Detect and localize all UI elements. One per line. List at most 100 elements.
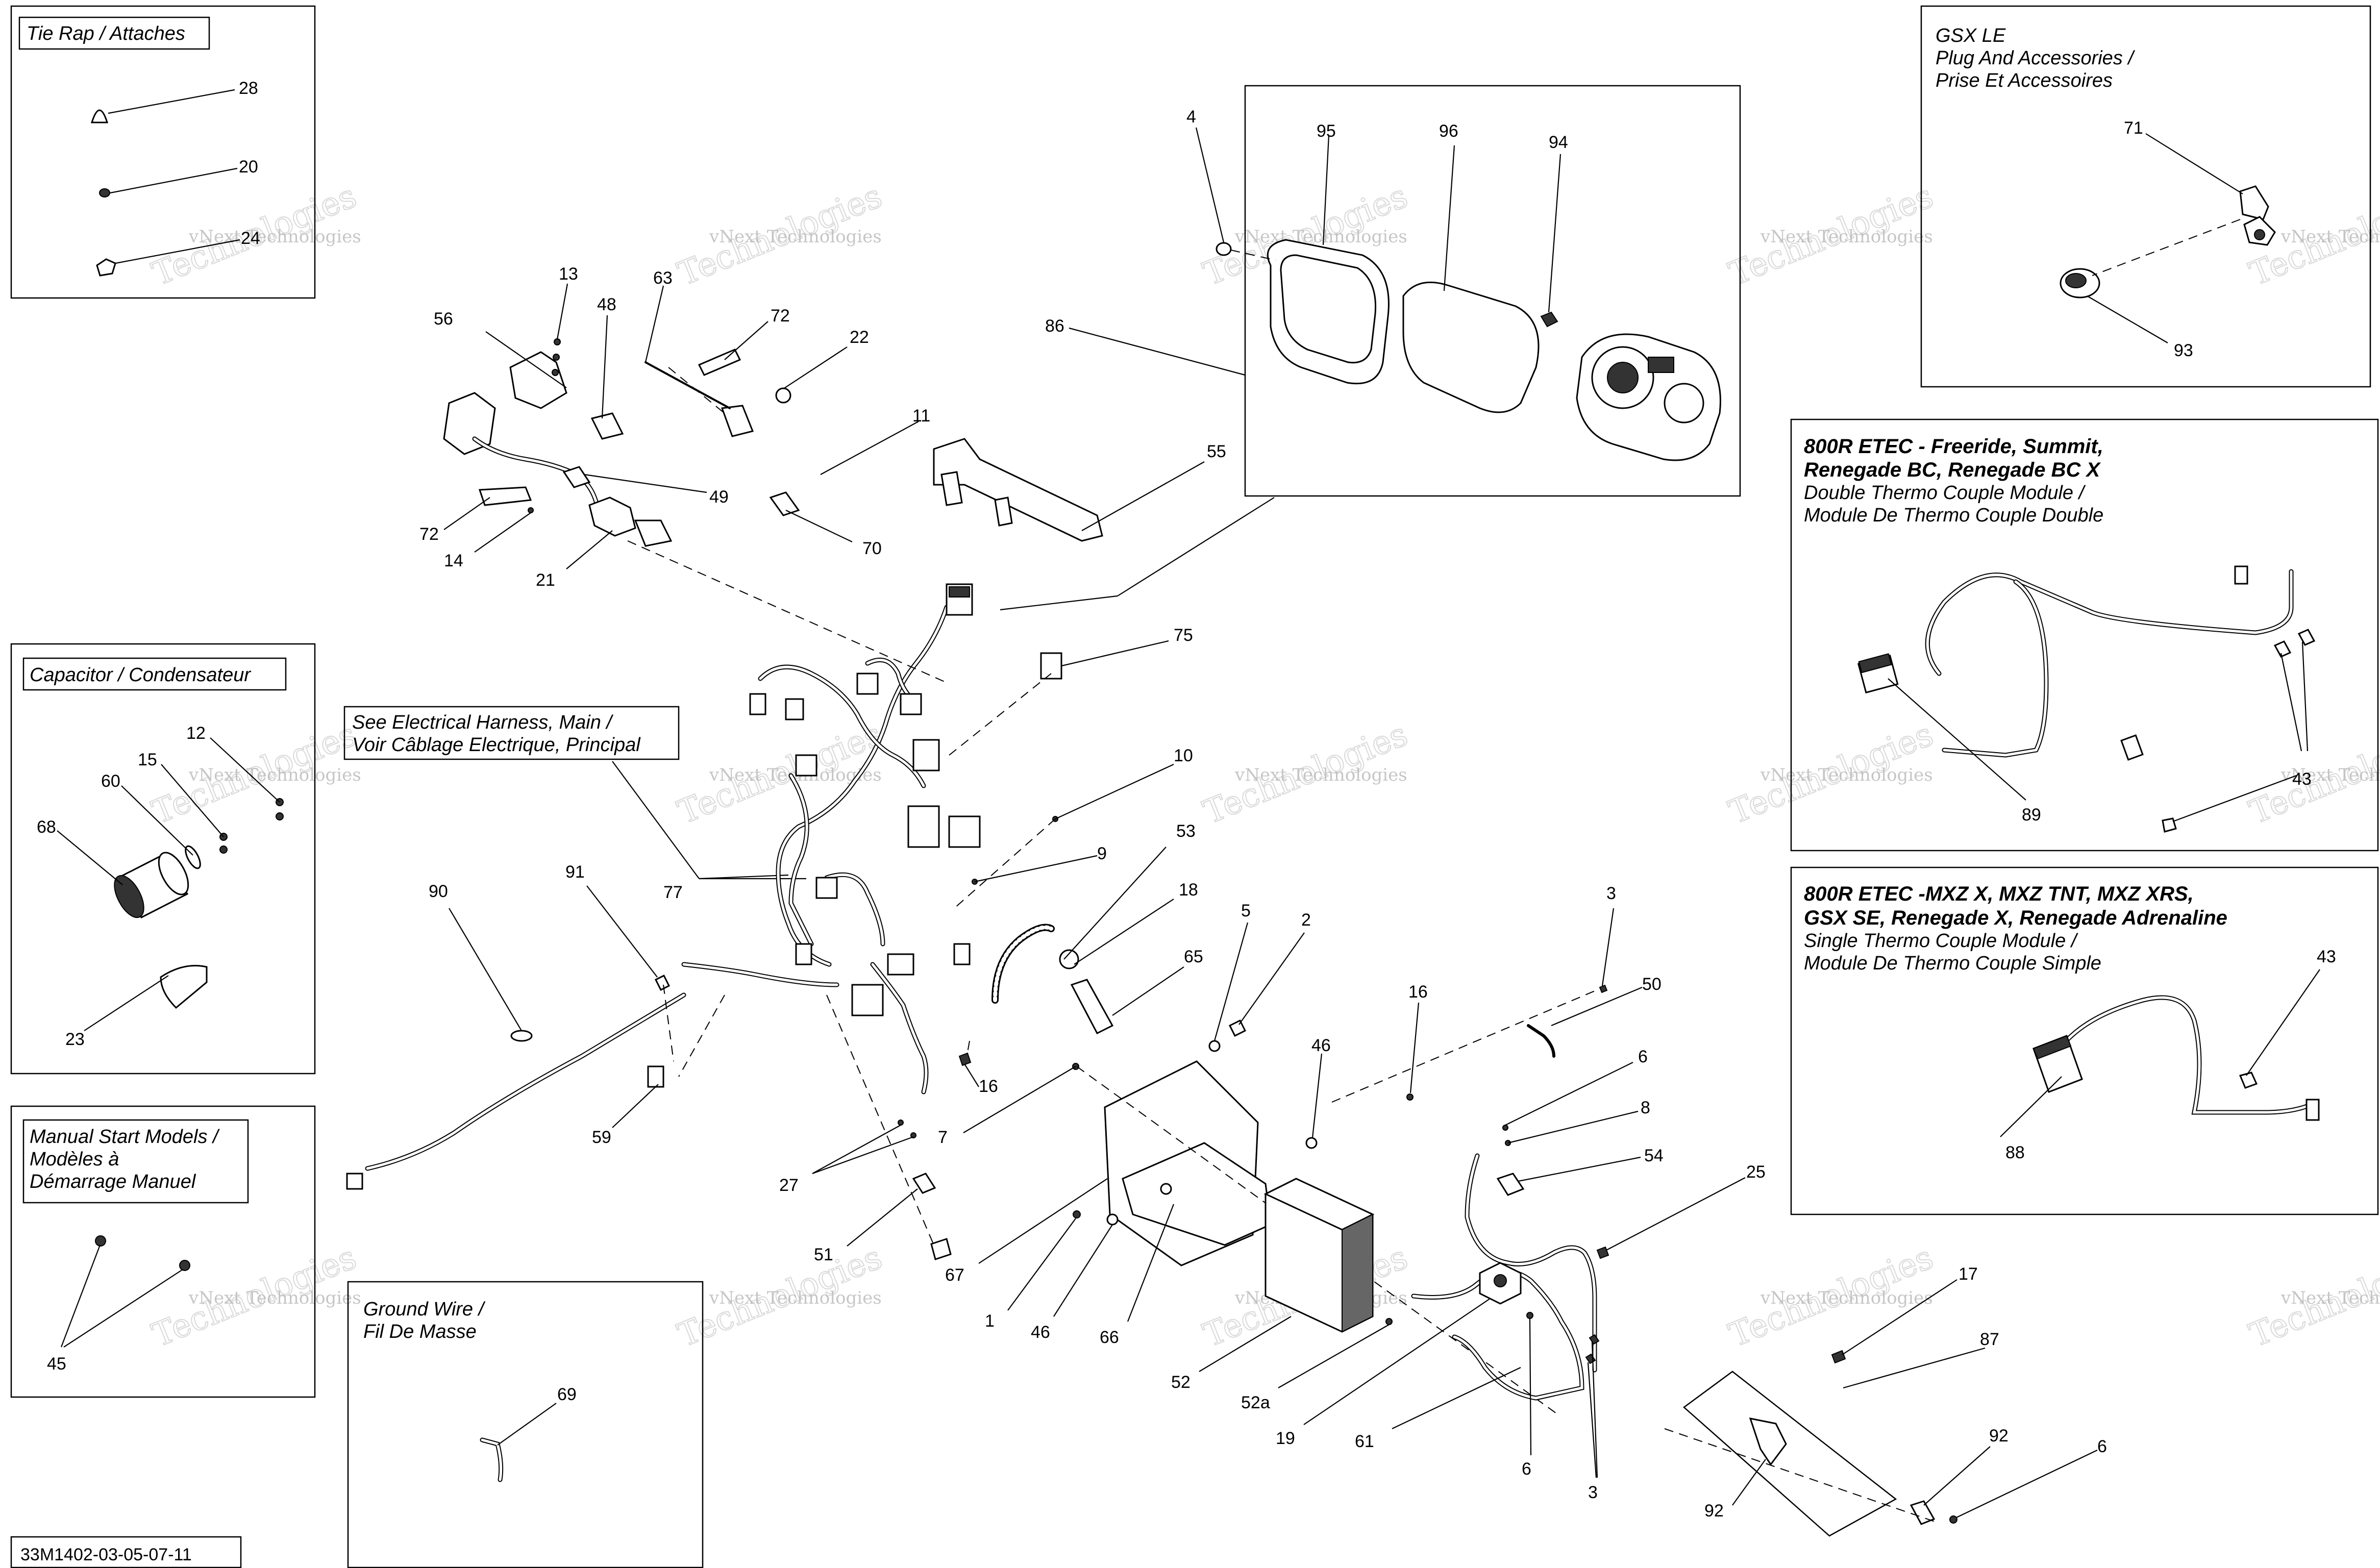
watermark-big: Technologies (2244, 1239, 2380, 1355)
part-27a (898, 1119, 904, 1126)
part-25 (1596, 1246, 1609, 1259)
callout-91: 91 (565, 862, 585, 882)
part-16b (958, 1052, 972, 1066)
diagram-code: 33M1402-03-05-07-11 (20, 1545, 192, 1564)
callout-95: 95 (1317, 121, 1336, 141)
callout-16b: 16 (979, 1077, 998, 1096)
capacitor-box: Capacitor / Condensateur 68 60 15 12 23 (10, 643, 316, 1075)
callout-70: 70 (862, 539, 882, 558)
tube-72-top (698, 349, 741, 376)
double-module-part-89 (1857, 565, 2294, 761)
callout-86: 86 (1045, 316, 1064, 336)
callout-20: 20 (239, 157, 258, 177)
callout-25: 25 (1746, 1162, 1766, 1182)
part-17 (1831, 1350, 1846, 1364)
manual-start-line2: Modèles à (30, 1149, 119, 1170)
harness-connector (815, 877, 838, 899)
screw-14 (528, 507, 534, 513)
single-module-part-88 (2032, 995, 2320, 1121)
callout-61: 61 (1355, 1432, 1374, 1451)
tie-rap-part-20 (99, 188, 110, 197)
ring-22 (775, 387, 791, 404)
double-module-line1: 800R ETEC - Freeride, Summit, (1804, 435, 2103, 458)
gsx-le-socket-93 (2060, 268, 2100, 298)
harness-connector (948, 815, 981, 848)
part-91 (654, 974, 671, 991)
callout-4: 4 (1186, 107, 1196, 127)
gsx-le-box: GSX LE Plug And Accessories / Prise Et A… (1920, 5, 2371, 388)
callout-65: 65 (1184, 947, 1203, 966)
connector-block (721, 405, 754, 437)
callout-59: 59 (592, 1128, 611, 1147)
part-54 (1496, 1173, 1525, 1196)
part-52a (1385, 1318, 1393, 1325)
double-module-line3: Double Thermo Couple Module / (1804, 482, 2086, 504)
callout-14: 14 (444, 551, 463, 570)
gsx-le-line1: GSX LE (1936, 25, 2006, 46)
ground-wire-line1: Ground Wire / (363, 1299, 486, 1320)
single-module-line4: Module De Thermo Couple Simple (1804, 953, 2101, 974)
double-module-part-43a (2273, 640, 2292, 658)
callout-43b: 43 (2317, 947, 2336, 966)
harness-connector (856, 673, 879, 695)
callout-8: 8 (1641, 1098, 1650, 1117)
harness-connector (749, 693, 766, 715)
callout-55: 55 (1207, 442, 1226, 461)
manual-start-part-45a (95, 1235, 106, 1247)
part-59-connector (647, 1065, 664, 1088)
switch-housing-lower (443, 392, 496, 455)
double-module-part-43c (2162, 817, 2177, 833)
watermark-text: vNext Technologies (1234, 227, 1407, 247)
callout-24: 24 (241, 229, 260, 248)
callout-1: 1 (985, 1311, 995, 1331)
watermark-text: vNext Technologies (1760, 1288, 1933, 1308)
double-module-box: 800R ETEC - Freeride, Summit, Renegade B… (1790, 418, 2379, 852)
callout-56: 56 (434, 309, 453, 329)
part-51 (912, 1173, 936, 1194)
tie-rap-title: Tie Rap / Attaches (27, 23, 185, 44)
callout-46b: 46 (1031, 1323, 1050, 1342)
callout-6a: 6 (1638, 1047, 1648, 1066)
ecu-module-52: 52 52a (1171, 1178, 1393, 1412)
manual-start-part-45b (179, 1260, 190, 1271)
callout-43a: 43 (2292, 769, 2312, 789)
watermark-text: vNext Technologies (188, 1288, 361, 1308)
callout-19: 19 (1276, 1429, 1295, 1448)
single-module-line2: GSX SE, Renegade X, Renegade Adrenaline (1804, 907, 2227, 929)
callout-54: 54 (1644, 1146, 1664, 1165)
part-6b (1526, 1312, 1533, 1319)
double-module-line2: Renegade BC, Renegade BC X (1804, 459, 2101, 481)
callout-17: 17 (1958, 1264, 1978, 1284)
main-harness (346, 583, 1062, 1190)
part-46b (1106, 1213, 1119, 1226)
ecu-bracket-66 (1104, 1060, 1272, 1266)
callout-45: 45 (47, 1354, 66, 1374)
callout-9: 9 (1097, 844, 1107, 863)
watermarks: vNext Technologies vNext Technologies vN… (146, 177, 2380, 1355)
single-module-line1: 800R ETEC -MXZ X, MXZ TNT, MXZ XRS, (1804, 883, 2194, 905)
part-75-connector (1040, 652, 1062, 680)
tie-rap-box: Tie Rap / Attaches 28 20 24 (10, 5, 316, 299)
callout-52a: 52a (1241, 1393, 1270, 1412)
callout-53: 53 (1176, 822, 1196, 841)
callout-88: 88 (2005, 1143, 2025, 1162)
tie-rap-part-24 (96, 258, 116, 277)
harness-end-connector (346, 1173, 363, 1190)
capacitor-part-68 (114, 852, 189, 918)
callout-63: 63 (653, 268, 673, 288)
capacitor-title: Capacitor / Condensateur (30, 664, 251, 686)
switch-housing-56 (509, 351, 567, 409)
handlebar-switch-assembly: 56 13 48 63 72 22 49 72 14 21 70 (419, 264, 950, 684)
watermark-text: vNext Technologies (188, 765, 361, 785)
harness-connector (953, 943, 971, 965)
callout-21: 21 (536, 570, 555, 590)
part-2 (1228, 1019, 1247, 1037)
coil-cable-53-18-65: 53 18 65 (991, 822, 1203, 1034)
callout-49: 49 (709, 487, 729, 507)
gauge-box: 95 96 94 86 4 (1000, 85, 1741, 611)
callout-13: 13 (559, 264, 578, 284)
bracket-box-87: 87 92 92 6 (1664, 1330, 2107, 1537)
callout-96: 96 (1439, 121, 1458, 141)
callout-27: 27 (779, 1176, 799, 1195)
